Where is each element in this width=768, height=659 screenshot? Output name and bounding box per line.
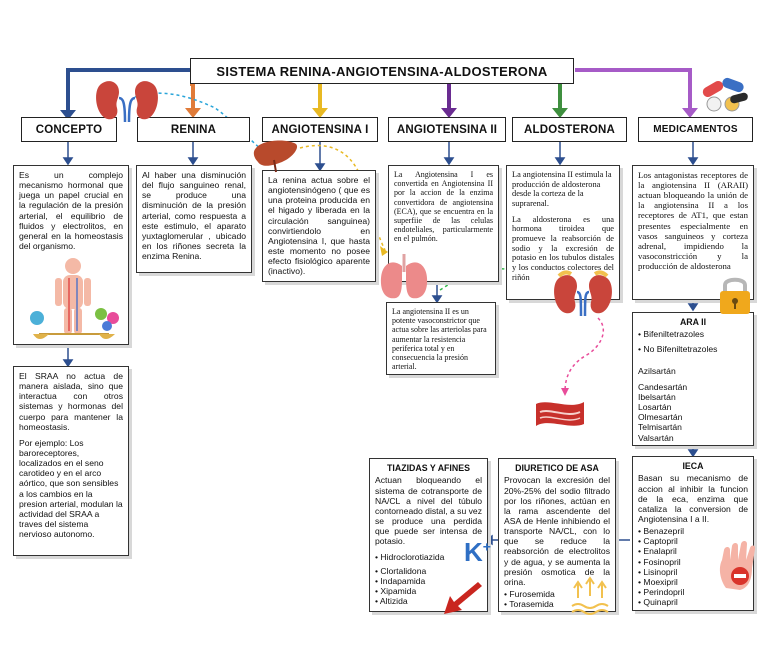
ara2-drug-item: Telmisartán (638, 422, 682, 433)
ara2-class-item: • Bifeniltetrazoles (638, 329, 705, 340)
asa-drug-item: • Torasemida (504, 599, 554, 610)
ieca-drug-item: • Benazepril (638, 526, 685, 537)
header-aldosterona: ALDOSTERONA (512, 117, 627, 142)
asa-text: Provocan la excresión del 20%-25% del so… (504, 475, 610, 587)
aldosterona-text-1: La angiotensina II estimula la producció… (512, 170, 612, 208)
padlock-icon (720, 277, 750, 314)
pills-icon (702, 77, 748, 112)
ara2-title: ARA II (679, 317, 707, 327)
header-medicamentos: MEDICAMENTOS (638, 117, 753, 142)
angiotensina2-effect-text: La angiotensina II es un potente vasocon… (392, 307, 487, 372)
ieca-drug-item: • Fosinopril (638, 556, 681, 567)
header-angiotensina2: ANGIOTENSINA II (388, 117, 506, 142)
liver-icon (253, 140, 298, 173)
asa-drug-list: • Furosemida • Torasemida (504, 589, 610, 609)
ieca-drug-item: • Moexipril (638, 576, 678, 587)
asa-drug-item: • Furosemida (504, 588, 555, 599)
lungs-icon (380, 254, 428, 299)
human-body-icon (30, 258, 119, 339)
balance-scale-icon (33, 333, 115, 339)
stop-hand-icon (719, 541, 756, 590)
ieca-drug-item: • Perindopril (638, 586, 685, 597)
ara2-drug-item: Olmesartán (638, 412, 683, 423)
adrenal-kidneys-icon (554, 270, 612, 317)
angiotensina2-effect-box: La angiotensina II es un potente vasocon… (386, 302, 496, 375)
tiazidas-title: TIAZIDAS Y AFINES (387, 463, 470, 473)
tiazidas-drug-item: • Clortalidona (375, 565, 427, 576)
page-title: SISTEMA RENINA-ANGIOTENSINA-ALDOSTERONA (190, 58, 574, 84)
ara2-drug-item: Azilsartán (638, 365, 676, 376)
angiotensina2-text: La Angiotensina I es convertida en Angio… (394, 170, 493, 244)
angiotensina1-box: La renina actua sobre el angiotensinógen… (262, 170, 376, 282)
tiazidas-text: Actuan bloqueando el sistema de cotransp… (375, 475, 483, 547)
angiotensina1-text: La renina actua sobre el angiotensinógen… (268, 175, 370, 277)
header-concepto: CONCEPTO (21, 117, 117, 142)
sodium-arrows-icon (571, 576, 609, 615)
ara2-classes: • Bifeniltetrazoles • No Bifeniltetrazol… (638, 329, 748, 353)
potassium-symbol: K (464, 537, 483, 567)
down-arrow-icon (444, 582, 482, 614)
ieca-drug-item: • Enalapril (638, 546, 677, 557)
ara2-drug-item: Valsartán (638, 432, 674, 443)
blood-vessel-icon (536, 402, 584, 426)
renina-box: Al haber una disminución del flujo sangu… (136, 165, 252, 273)
ara2-drug-item: Candesartán (638, 381, 688, 392)
ara2-drug-item: Losartán (638, 402, 672, 413)
title-to-renina-connector (190, 82, 195, 110)
aldosterona-text-2: La aldosterona es una hormona tiroidea q… (512, 214, 614, 282)
medicamentos-text: Los antagonistas receptores de la angiot… (638, 170, 748, 271)
ara2-box: ARA II • Bifeniltetrazoles • No Bifenilt… (632, 312, 754, 446)
header-angiotensina1: ANGIOTENSINA I (262, 117, 378, 142)
angiotensina2-box: La Angiotensina I es convertida en Angio… (388, 165, 499, 282)
concepto-text: Es un complejo mecanismo hormonal que ju… (19, 170, 123, 251)
adrenal-to-vessel-flow (564, 317, 604, 393)
title-to-medicamentos-connector (575, 68, 692, 110)
ara2-class-item: • No Bifeniltetrazoles (638, 343, 718, 354)
tiazidas-drug-item: • Hidroclorotiazida (375, 552, 445, 563)
tiazidas-drug-list: • Hidroclorotiazida • Clortalidona • Ind… (375, 552, 482, 606)
header-renina: RENINA (137, 117, 250, 142)
ieca-drug-list: • Benazepril • Captopril • Enalapril • F… (638, 526, 748, 607)
tiazidas-drug-item: • Indapamida (375, 575, 426, 586)
ieca-drug-item: • Lisinopril (638, 566, 678, 577)
concepto-box: Es un complejo mecanismo hormonal que ju… (13, 165, 129, 345)
kidneys-icon (96, 81, 158, 123)
concepto-example-text: Por ejemplo: Los baroreceptores, localiz… (19, 437, 123, 540)
renina-text: Al haber una disminución del flujo sangu… (142, 170, 246, 262)
potassium-icon: K+ (464, 537, 491, 567)
concepto-sraa-box: El SRAA no actua de manera aislada, sino… (13, 366, 129, 556)
tiazidas-drug-item: • Altizida (375, 595, 408, 606)
ieca-drug-item: • Captopril (638, 536, 678, 547)
medicamentos-box: Los antagonistas receptores de la angiot… (632, 165, 754, 300)
ara2-drug-list: Azilsartán Candesartán Ibelsartán Losart… (638, 366, 748, 443)
ieca-text: Basan su mecanismo de accion al inhibir … (638, 473, 748, 524)
concepto-sraa-text: El SRAA no actua de manera aislada, sino… (19, 371, 123, 432)
title-to-concepto-connector (66, 68, 190, 112)
ieca-title: IECA (682, 461, 704, 471)
asa-title: DIURETICO DE ASA (515, 463, 599, 473)
tiazidas-box: TIAZIDAS Y AFINES Actuan bloqueando el s… (369, 458, 488, 612)
ieca-drug-item: • Quinapril (638, 597, 678, 608)
asa-box: DIURETICO DE ASA Provocan la excresión d… (498, 458, 616, 612)
tiazidas-drug-item: • Xipamida (375, 585, 417, 596)
ara2-drug-item: Ibelsartán (638, 391, 676, 402)
